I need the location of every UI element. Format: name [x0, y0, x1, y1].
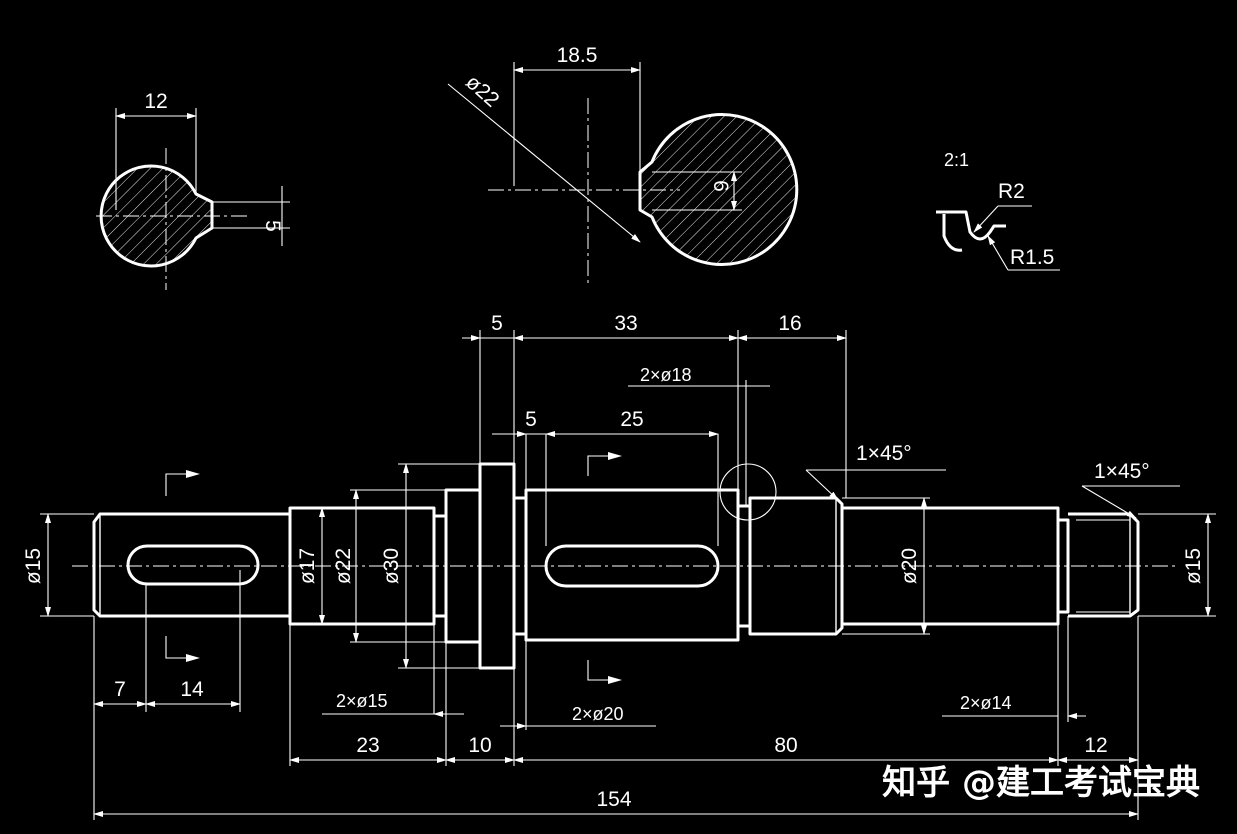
dim-text-154: 154: [596, 788, 631, 811]
dim-text-12: 12: [144, 90, 167, 113]
top-dimensions: 5 33 16 2×ø18 5 25 1×45° 1×45°: [462, 312, 1180, 546]
keyway-left: [126, 544, 260, 586]
dim-text-2x15: 2×ø15: [336, 691, 388, 711]
dim-text-dia22: ø22: [461, 71, 503, 112]
dim-text-keyway-5: 5: [261, 220, 284, 232]
detail-profile: [936, 210, 1006, 241]
shaft-seg-right: [1068, 512, 1140, 618]
shaft-seg-20: [842, 506, 1060, 626]
dim-text-12-end: 12: [1084, 734, 1107, 757]
watermark: 知乎 @建工考试宝典: [882, 763, 1200, 803]
detail-text-r1-5: R1.5: [1010, 246, 1054, 269]
dim-text-2x20: 2×ø20: [572, 704, 624, 724]
dim-text-7: 7: [114, 678, 126, 701]
detail-callout-circle: [719, 463, 777, 521]
dim-text-dia20: ø20: [898, 548, 921, 584]
detail-view: 2:1 R2 R1.5: [936, 150, 1060, 271]
dim-leader-chamfer-end: [1081, 485, 1137, 519]
dim-text-dia15-right: ø15: [1182, 548, 1205, 584]
dim-text-14: 14: [180, 678, 204, 701]
detail-leader-r1-5: [987, 235, 1009, 271]
shaft-main: [72, 452, 1176, 684]
dim-leader-dia22: [447, 83, 641, 243]
shaft-seg-left: [92, 512, 290, 618]
dim-text-2x14: 2×ø14: [960, 693, 1012, 713]
keyway-mid: [544, 544, 720, 588]
dim-text-key-5: 5: [525, 408, 537, 431]
section-marker-left: [165, 470, 200, 662]
dim-text-80: 80: [774, 734, 797, 757]
dim-text-key-25: 25: [620, 408, 643, 431]
dim-text-top-16: 16: [778, 312, 801, 335]
section-mid: ø22 18.5 6: [447, 44, 799, 284]
dim-text-chamfer-mid: 1×45°: [856, 442, 912, 465]
dim-text-dia22-main: ø22: [332, 548, 355, 584]
diameter-dimensions: ø15 ø17 ø22 ø30 ø20 ø15: [22, 463, 1216, 669]
dim-text-dia17: ø17: [296, 548, 319, 584]
section-left: 12 5: [96, 90, 290, 290]
dim-text-top-33: 33: [614, 312, 637, 335]
dim-text-18-5: 18.5: [557, 44, 598, 67]
dim-text-2x18: 2×ø18: [640, 365, 692, 385]
shaft-seg-22: [524, 488, 740, 642]
detail-scale: 2:1: [944, 150, 969, 170]
bottom-dimensions: 7 14 2×ø15 2×ø20 2×ø14 23 10 80 12 154: [93, 570, 1139, 820]
dim-text-chamfer-end: 1×45°: [1094, 460, 1150, 483]
dim-leader-chamfer-mid: [805, 469, 839, 501]
dim-text-10: 10: [468, 734, 491, 757]
section-marker-mid: [587, 452, 622, 684]
dim-text-23: 23: [356, 734, 379, 757]
dim-text-dia15-left: ø15: [22, 548, 45, 584]
dim-text-top-5: 5: [491, 312, 503, 335]
section-mid-outline: [638, 113, 799, 266]
detail-text-r2: R2: [998, 180, 1025, 203]
dim-text-dia30: ø30: [380, 548, 403, 584]
dim-text-keyway-6: 6: [709, 180, 732, 192]
detail-leader-r2: [973, 205, 999, 233]
